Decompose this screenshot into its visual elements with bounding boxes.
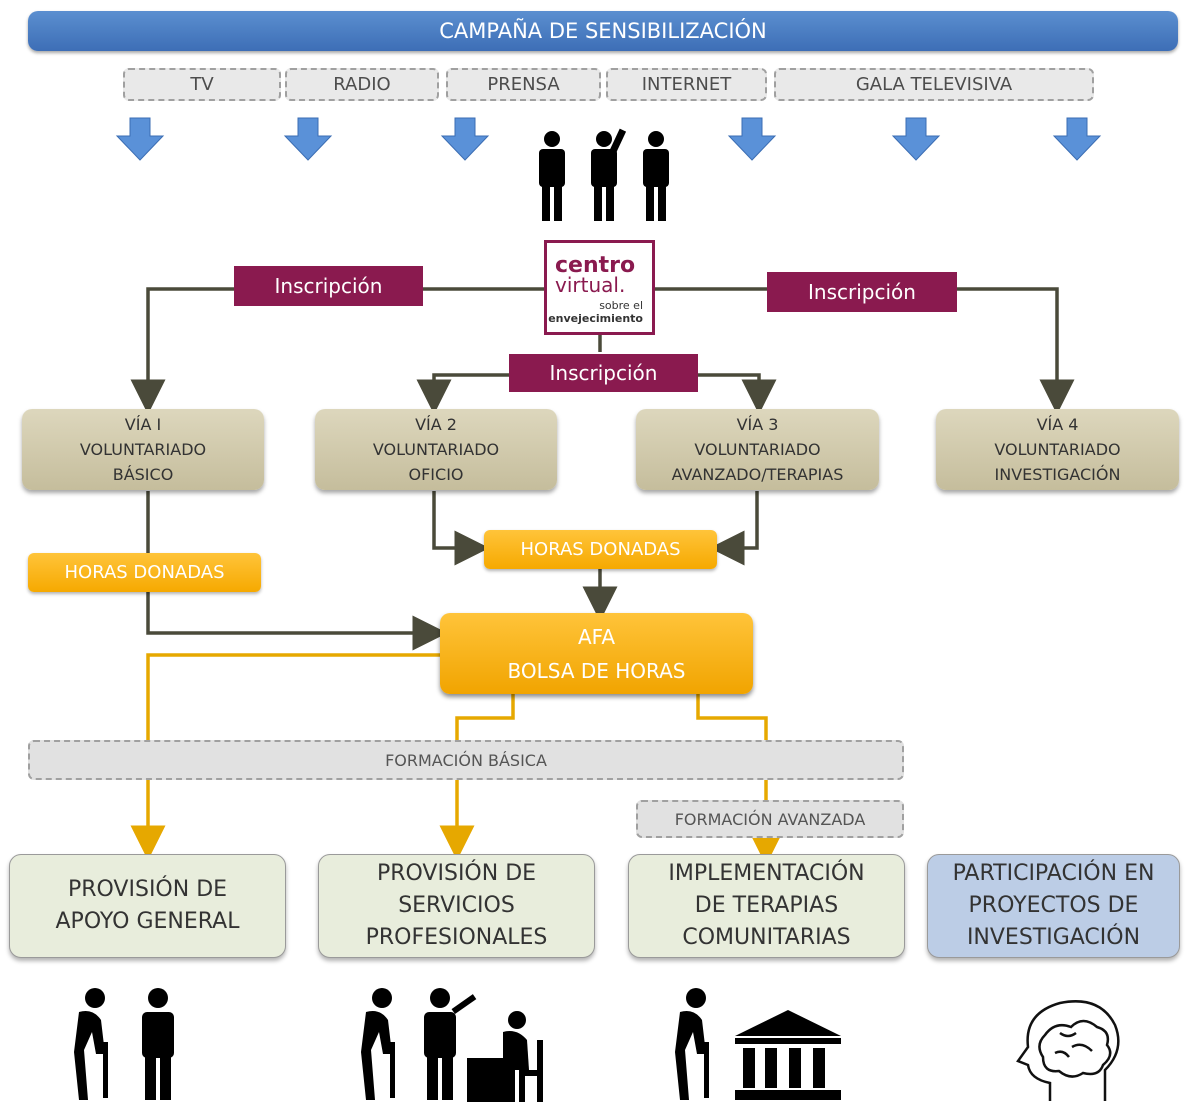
line-afa-outcome2 [439, 694, 515, 861]
logo-text: sobre el [599, 299, 643, 312]
desk-worker-icon [467, 1011, 543, 1102]
formacion-basica-bar: FORMACIÓN BÁSICA [28, 740, 904, 780]
via-line: OFICIO [408, 465, 464, 484]
logo-text: centro [555, 253, 636, 278]
elderly-person-icon [74, 988, 108, 1100]
brain-head-icon [1016, 1000, 1120, 1101]
institution-building-icon [735, 1010, 841, 1100]
outcome-line: PROYECTOS DE [968, 893, 1139, 918]
via-line: VÍA 3 [736, 415, 779, 434]
via-line: VOLUNTARIADO [79, 440, 207, 459]
down-arrow-icon [440, 117, 490, 161]
line-via1-afa [146, 491, 448, 651]
inscripcion-text: Inscripción [549, 361, 658, 385]
outcome-line: APOYO GENERAL [55, 909, 240, 934]
via-line: VÍA 4 [1036, 415, 1079, 434]
outcome-line: DE TERAPIAS [694, 893, 839, 918]
inscripcion-label-center: Inscripción [509, 354, 698, 392]
inscripcion-label-right: Inscripción [767, 272, 957, 312]
down-arrow-icon [283, 117, 333, 161]
outcome-line: SERVICIOS [398, 893, 515, 918]
via-2-box: VÍA 2 VOLUNTARIADO OFICIO [315, 409, 557, 490]
via-line: BÁSICO [112, 465, 174, 484]
outcome-line: PROVISIÓN DE [67, 877, 228, 902]
via-line: VÍA 2 [415, 415, 457, 434]
media-radio: RADIO [285, 68, 439, 101]
teacher-icon [424, 988, 477, 1100]
campaign-title: CAMPAÑA DE SENSIBILIZACIÓN [439, 19, 767, 43]
via-line: VÍA I [124, 415, 162, 434]
afa-line: AFA [577, 624, 616, 649]
line-afa-outcome3 [696, 694, 784, 866]
outcome-line: PARTICIPACIÓN EN [952, 861, 1155, 886]
line-afa-outcome1 [130, 653, 440, 861]
inscripcion-text: Inscripción [808, 280, 916, 304]
elderly-person-icon [675, 988, 709, 1100]
campaign-banner: CAMPAÑA DE SENSIBILIZACIÓN [28, 11, 1178, 51]
horas-donadas-left: HORAS DONADAS [28, 553, 261, 592]
media-gala-televisiva: GALA TELEVISIVA [774, 68, 1094, 101]
via-line: AVANZADO/TERAPIAS [671, 465, 844, 484]
media-tv: TV [123, 68, 281, 101]
inscripcion-text: Inscripción [274, 274, 383, 298]
centro-virtual-logo: centro virtual. sobre el envejecimiento [544, 240, 655, 335]
down-arrow-icon [727, 117, 777, 161]
via-line: VOLUNTARIADO [372, 440, 500, 459]
line-center-via3 [698, 373, 777, 415]
media-label: TV [190, 74, 214, 95]
outcome-line: PROFESIONALES [365, 925, 548, 950]
logo-text: virtual. [555, 273, 626, 297]
person-icon [142, 988, 174, 1100]
down-arrow-icon [891, 117, 941, 161]
elderly-person-icon [361, 988, 395, 1100]
formacion-text: FORMACIÓN BÁSICA [385, 750, 547, 770]
formacion-avanzada-bar: FORMACIÓN AVANZADA [636, 800, 904, 838]
outcome-line: IMPLEMENTACIÓN [668, 861, 865, 886]
media-label: RADIO [333, 74, 391, 95]
outcome-line: INVESTIGACIÓN [966, 925, 1141, 950]
media-internet: INTERNET [606, 68, 767, 101]
via-1-box: VÍA I VOLUNTARIADO BÁSICO [22, 409, 264, 490]
afa-bolsa-de-horas: AFA BOLSA DE HORAS [440, 613, 753, 694]
down-arrow-icon [1052, 117, 1102, 161]
via-4-box: VÍA 4 VOLUNTARIADO INVESTIGACIÓN [936, 409, 1179, 490]
outcome-proyectos-investigacion: PARTICIPACIÓN EN PROYECTOS DE INVESTIGAC… [927, 854, 1180, 958]
outcome-servicios-profesionales: PROVISIÓN DE SERVICIOS PROFESIONALES [318, 854, 595, 958]
media-prensa: PRENSA [446, 68, 601, 101]
via-line: VOLUNTARIADO [694, 440, 821, 459]
line-center-via2 [416, 373, 510, 415]
horas-text: HORAS DONADAS [520, 539, 681, 560]
horas-text: HORAS DONADAS [64, 562, 225, 583]
formacion-text: FORMACIÓN AVANZADA [674, 809, 866, 829]
via-line: VOLUNTARIADO [994, 440, 1121, 459]
media-label: INTERNET [641, 74, 732, 95]
line-via3-horas [709, 491, 759, 566]
outcome-line: COMUNITARIAS [682, 925, 851, 950]
via-3-box: VÍA 3 VOLUNTARIADO AVANZADO/TERAPIAS [636, 409, 879, 490]
outcome-terapias-comunitarias: IMPLEMENTACIÓN DE TERAPIAS COMUNITARIAS [628, 854, 905, 958]
down-arrow-icon [115, 117, 165, 161]
via-line: INVESTIGACIÓN [994, 465, 1121, 484]
afa-line: BOLSA DE HORAS [507, 658, 686, 683]
line-via2-horas [432, 491, 490, 566]
outcome-line: PROVISIÓN DE [376, 861, 537, 886]
media-label: GALA TELEVISIVA [855, 74, 1013, 95]
horas-donadas-center: HORAS DONADAS [484, 530, 717, 569]
inscripcion-label-left: Inscripción [234, 266, 423, 306]
logo-text: envejecimiento [548, 312, 643, 325]
media-label: PRENSA [487, 74, 560, 95]
people-group-icon [539, 128, 669, 221]
outcome-apoyo-general: PROVISIÓN DE APOYO GENERAL [9, 854, 286, 958]
